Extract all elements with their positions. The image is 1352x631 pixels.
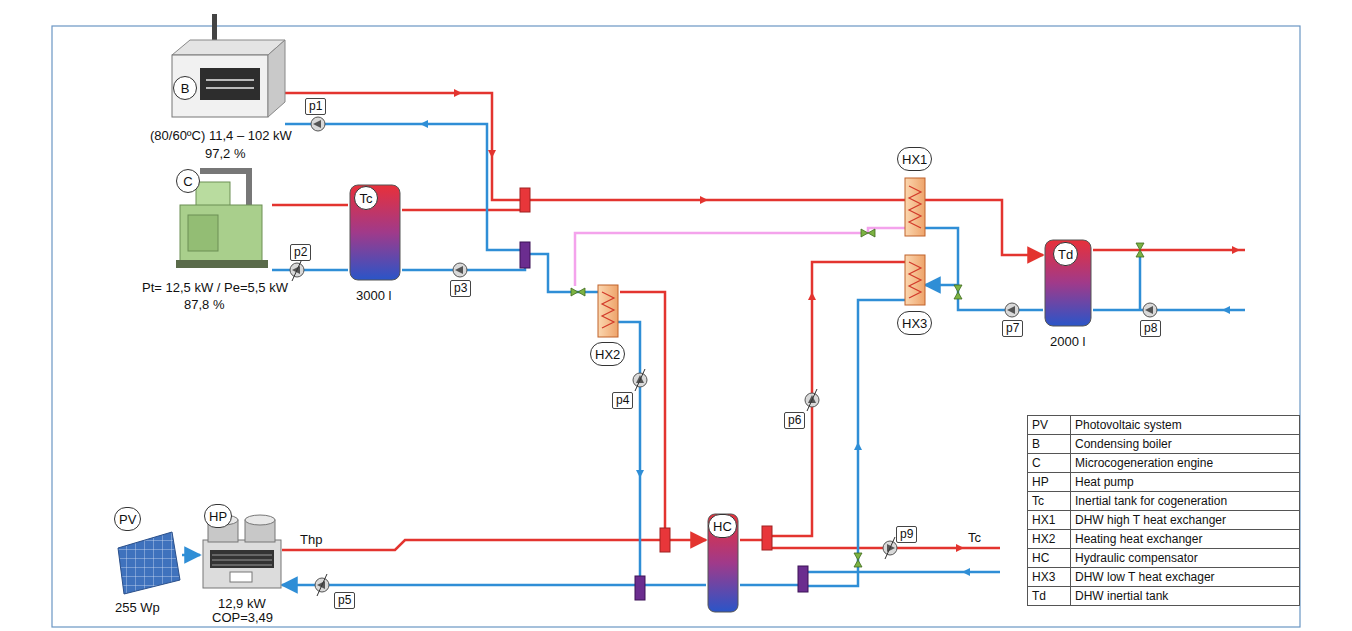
heat-exchanger: HX3	[905, 255, 925, 305]
label-circle: B	[173, 76, 197, 100]
table-cell: B	[1027, 434, 1071, 454]
table-cell: DHW inertial tank	[1070, 586, 1300, 606]
pump-label: p4	[612, 392, 633, 409]
hydraulic-compensator: HC	[706, 512, 740, 612]
table-cell: Heating heat exchanger	[1070, 529, 1300, 549]
label-circle: HX1	[897, 147, 932, 171]
volume-text: 2000 l	[1050, 334, 1085, 349]
label-circle: HP	[204, 504, 232, 528]
pipe-label: Tc	[968, 530, 981, 545]
table-cell: Photovoltaic system	[1070, 415, 1300, 435]
table-cell: Tc	[1027, 491, 1071, 511]
table-cell: PV	[1027, 415, 1071, 435]
label-circle: PV	[114, 507, 141, 531]
inertial-tank: Tc	[348, 182, 402, 282]
label-circle: Tc	[354, 186, 378, 210]
pump-label: p5	[334, 592, 355, 609]
spec-text: Pt= 12,5 kW / Pe=5,5 kW	[142, 280, 288, 295]
label-circle: HX2	[590, 342, 625, 366]
table-cell: DHW low T heat exchager	[1070, 567, 1300, 587]
label-circle: Td	[1053, 242, 1078, 266]
table-cell: HP	[1027, 472, 1071, 492]
pump-label: p6	[784, 412, 805, 429]
table-cell: C	[1027, 453, 1071, 473]
volume-text: 3000 l	[356, 288, 391, 303]
spec-text: (80/60ºC) 11,4 – 102 kW	[150, 128, 292, 143]
table-cell: Td	[1027, 586, 1071, 606]
heat-exchanger: HX2	[598, 285, 618, 337]
spec-text: COP=3,49	[212, 610, 273, 625]
pump-label: p2	[290, 244, 311, 261]
heat-pump: HP	[200, 508, 282, 592]
pump-label: p9	[896, 526, 917, 543]
table-cell: DHW high T heat exchanger	[1070, 510, 1300, 530]
spec-text: 97,2 %	[205, 146, 245, 161]
dhw-tank: Td	[1043, 238, 1093, 328]
table-cell: Condensing boiler	[1070, 434, 1300, 454]
heat-exchanger: HX1	[905, 178, 925, 236]
table-cell: Microcogeneration engine	[1070, 453, 1300, 473]
table-cell: HX2	[1027, 529, 1071, 549]
pump-label: p7	[1002, 320, 1023, 337]
pump-label: p1	[305, 98, 326, 115]
table-cell: Inertial tank for cogeneration	[1070, 491, 1300, 511]
spec-text: 12,9 kW	[218, 596, 266, 611]
table-cell: HX1	[1027, 510, 1071, 530]
table-cell: Hydraulic compensator	[1070, 548, 1300, 568]
spec-text: 87,8 %	[184, 297, 224, 312]
label-circle: C	[176, 169, 200, 193]
table-cell: Heat pump	[1070, 472, 1300, 492]
pipe-connector	[182, 554, 200, 557]
pipe-connector	[282, 540, 706, 550]
label-circle: HX3	[897, 311, 932, 335]
pipe-connector	[272, 204, 348, 207]
boiler: B	[165, 35, 285, 120]
edge-label: Thp	[298, 532, 324, 547]
table-cell: HX3	[1027, 567, 1071, 587]
pump-label: p3	[450, 280, 471, 297]
label-circle: HC	[708, 514, 737, 538]
cogeneration-engine: C	[172, 165, 272, 275]
spec-text: 255 Wp	[115, 600, 160, 615]
pump-label: p8	[1140, 320, 1161, 337]
photovoltaic-panel: PV	[112, 515, 182, 593]
pipe-connector	[925, 285, 1043, 310]
table-cell: HC	[1027, 548, 1071, 568]
